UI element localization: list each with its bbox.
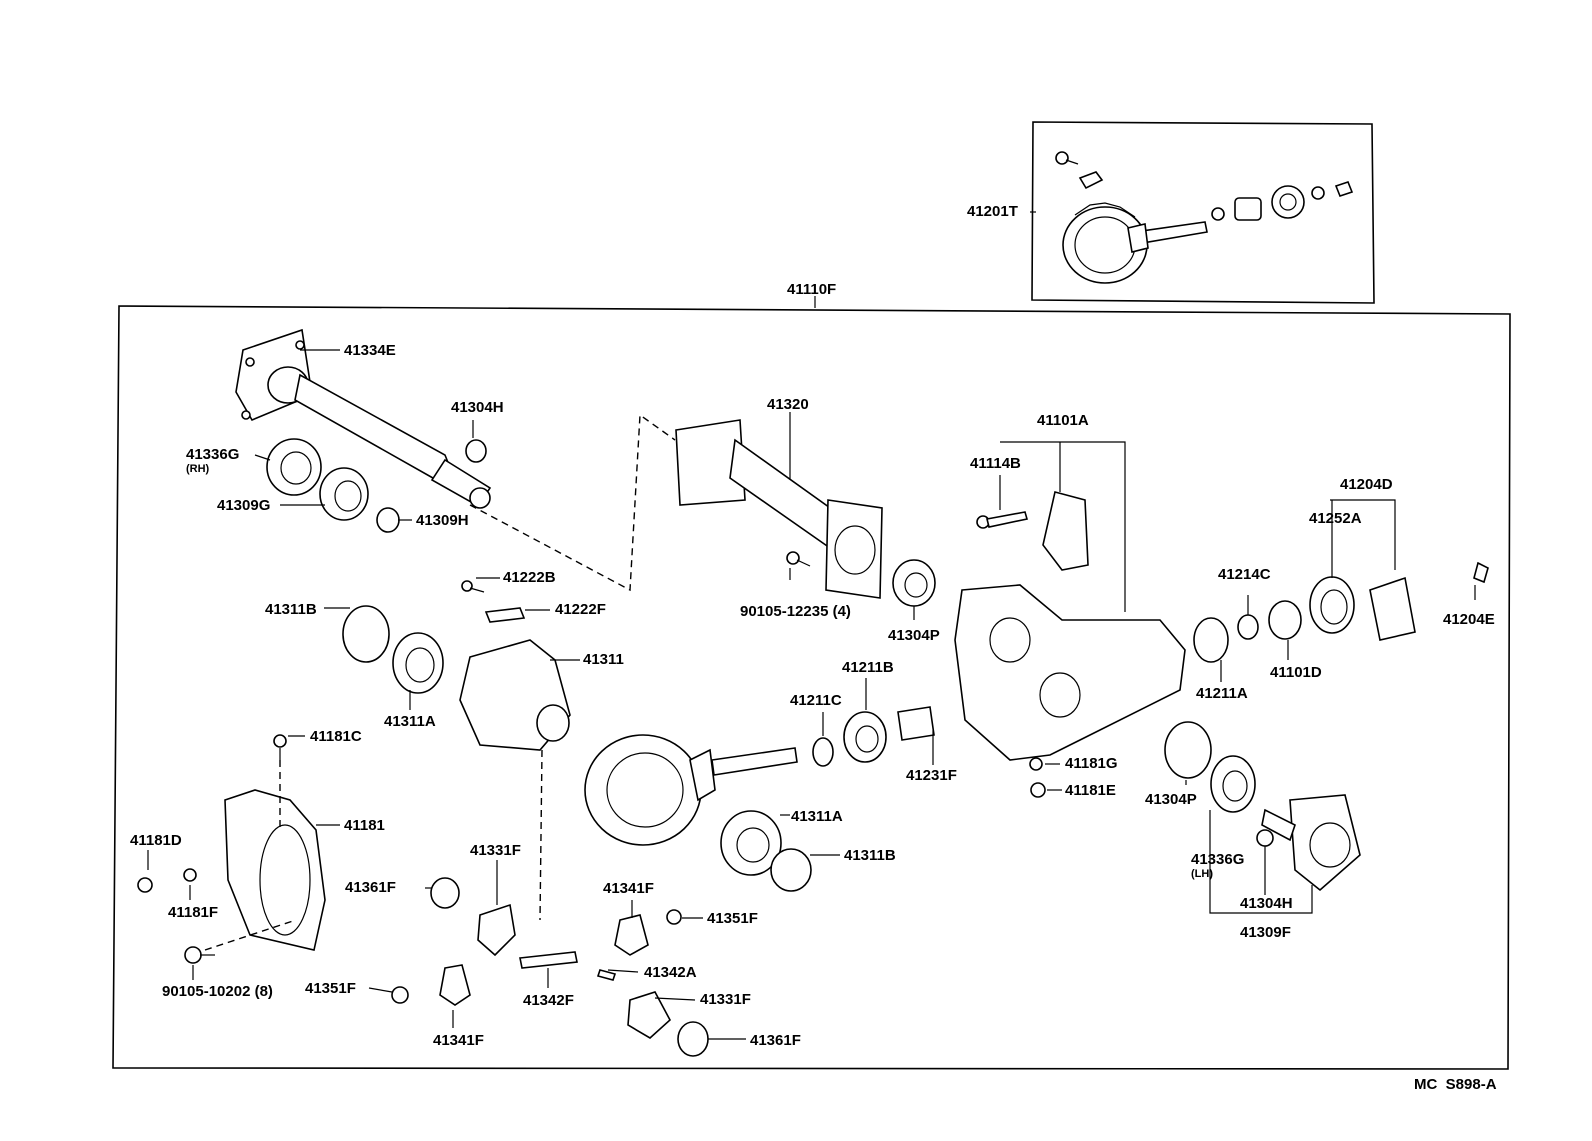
label-41309F: 41309F — [1240, 924, 1291, 941]
label-41304H-lower: 41304H — [1240, 895, 1293, 912]
label-41341F-center: 41341F — [603, 880, 654, 897]
label-41311A-center: 41311A — [791, 808, 843, 825]
label-41342A: 41342A — [644, 964, 697, 981]
label-41222F: 41222F — [555, 601, 606, 618]
label-41361F-lower: 41361F — [750, 1032, 801, 1049]
assembly-frame — [112, 296, 1511, 1070]
lh-flange-drawing — [1164, 721, 1361, 892]
label-90105-10202: 90105-10202 (8) — [162, 983, 273, 1000]
inset-label: 41201T — [967, 203, 1018, 220]
label-41181D: 41181D — [130, 832, 182, 849]
label-41181: 41181 — [344, 817, 385, 834]
label-41311: 41311 — [583, 651, 624, 668]
leader-lines — [147, 349, 1476, 1040]
label-41204E: 41204E — [1443, 611, 1495, 628]
label-90105-12235: 90105-12235 (4) — [740, 603, 851, 620]
label-41214C: 41214C — [1218, 566, 1271, 583]
label-41351F-left: 41351F — [305, 980, 356, 997]
label-41309G: 41309G — [217, 497, 270, 514]
label-41181C: 41181C — [310, 728, 362, 745]
label-41222B: 41222B — [503, 569, 556, 586]
assembly-label: 41110F — [787, 281, 836, 298]
label-41331F-lower: 41331F — [700, 991, 751, 1008]
label-41101A: 41101A — [1037, 412, 1089, 429]
ring-pinion-drawing — [584, 706, 935, 892]
label-41114B: 41114B — [970, 455, 1021, 472]
label-41304P-lower: 41304P — [1145, 791, 1197, 808]
carrier-housing-drawing — [954, 491, 1489, 798]
diff-cover-drawing — [137, 734, 326, 964]
inset-box — [1030, 121, 1375, 304]
label-41181G: 41181G — [1065, 755, 1118, 772]
label-41304H-upper: 41304H — [451, 399, 504, 416]
part-labels: 41334E 41304H 41336G (RH) 41309G 41309H … — [130, 342, 1495, 1049]
axle-tube-drawing — [675, 419, 936, 607]
label-41342F: 41342F — [523, 992, 574, 1009]
diff-gears-drawing — [391, 877, 709, 1057]
label-41311A-left: 41311A — [384, 713, 436, 730]
label-41331F-upper: 41331F — [470, 842, 521, 859]
label-41211C: 41211C — [790, 692, 842, 709]
axle-shaft-drawing — [235, 328, 492, 533]
label-41204D: 41204D — [1340, 476, 1393, 493]
label-41304P-upper: 41304P — [888, 627, 940, 644]
label-41311B-left: 41311B — [265, 601, 317, 618]
label-41101D: 41101D — [1270, 664, 1322, 681]
label-41311B-center: 41311B — [844, 847, 896, 864]
label-41181E: 41181E — [1065, 782, 1116, 799]
label-41211A: 41211A — [1196, 685, 1248, 702]
label-41320: 41320 — [767, 396, 809, 413]
label-41341F-left: 41341F — [433, 1032, 484, 1049]
label-41351F-center: 41351F — [707, 910, 758, 927]
label-41334E: 41334E — [344, 342, 396, 359]
sheet-code: MC S898-A — [1414, 1076, 1497, 1093]
note-lh: (LH) — [1191, 868, 1213, 880]
label-41361F-left: 41361F — [345, 879, 396, 896]
differential-case-drawing — [342, 580, 571, 751]
label-41211B: 41211B — [842, 659, 894, 676]
label-41336G-rh: 41336G — [186, 446, 239, 463]
note-rh: (RH) — [186, 463, 210, 475]
label-41231F: 41231F — [906, 767, 957, 784]
label-41252A: 41252A — [1309, 510, 1362, 527]
label-41309H: 41309H — [416, 512, 469, 529]
label-41181F: 41181F — [168, 904, 218, 921]
label-41336G-lh: 41336G — [1191, 851, 1244, 868]
